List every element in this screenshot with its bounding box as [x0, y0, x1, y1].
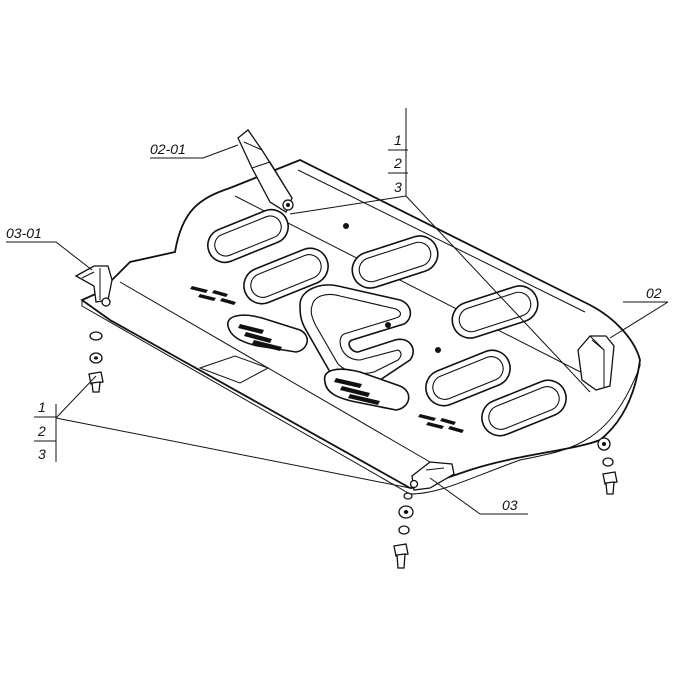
bracket-02-01: [237, 129, 294, 213]
slot-2: [243, 247, 329, 305]
bracket-02: [577, 335, 615, 391]
slot-1: [207, 208, 289, 264]
label-03: 03: [502, 497, 518, 513]
slot-dashes-left: [190, 286, 236, 305]
bracket-03: [409, 461, 455, 491]
leader-lines: [6, 108, 669, 515]
slot-6: [481, 379, 567, 437]
label-left-2: 2: [37, 423, 46, 439]
label-02: 02: [646, 285, 662, 301]
fastener-stack-right: [597, 437, 618, 495]
label-top-3: 3: [394, 179, 402, 195]
slot-center: [299, 284, 414, 384]
louvre-group-2: [323, 368, 410, 411]
label-03-01: 03-01: [6, 225, 42, 241]
label-top-2: 2: [393, 155, 402, 171]
slot-4: [451, 285, 539, 339]
label-left-3: 3: [38, 446, 46, 462]
slot-dashes-right: [418, 414, 464, 433]
label-02-01: 02-01: [150, 141, 186, 157]
slot-3: [351, 235, 439, 289]
ventilation-slots: [190, 208, 567, 437]
label-top-1: 1: [394, 132, 402, 148]
slot-5: [425, 349, 511, 407]
fastener-stack-left: [88, 331, 104, 393]
bracket-03-01: [74, 265, 113, 307]
louvre-group-1: [227, 314, 308, 353]
label-left-1: 1: [38, 399, 46, 415]
part-labels: 02-01 03-01 02 03 1 2 3 1 2 3: [6, 132, 662, 513]
fastener-stack-bottom: [393, 492, 414, 569]
